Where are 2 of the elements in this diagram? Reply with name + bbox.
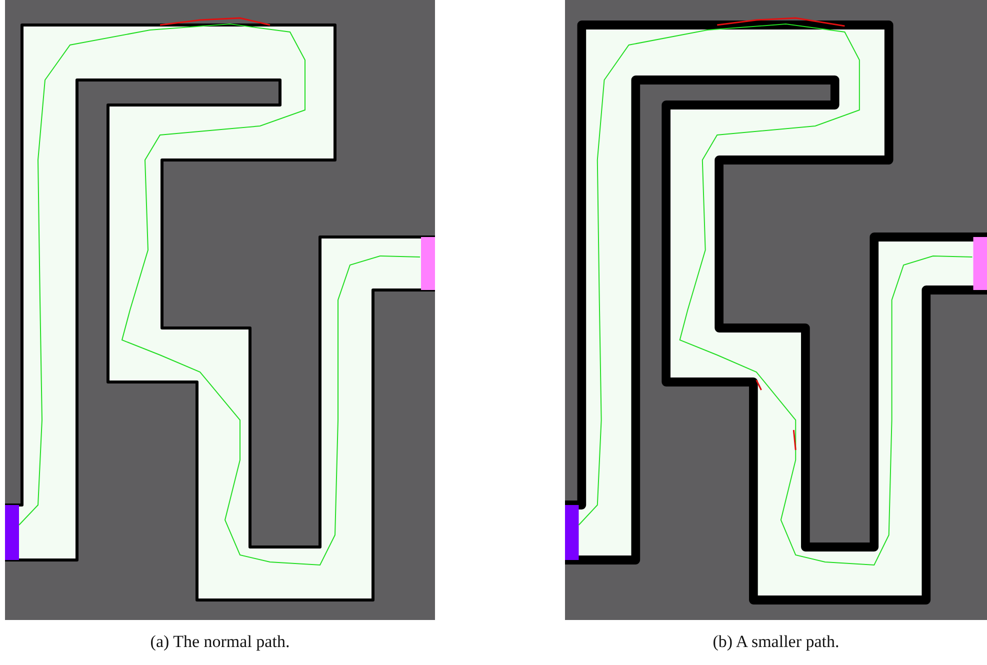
figure-caption: (a) The normal path. [149,632,291,652]
figure-caption: (b) A smaller path. [712,632,840,652]
